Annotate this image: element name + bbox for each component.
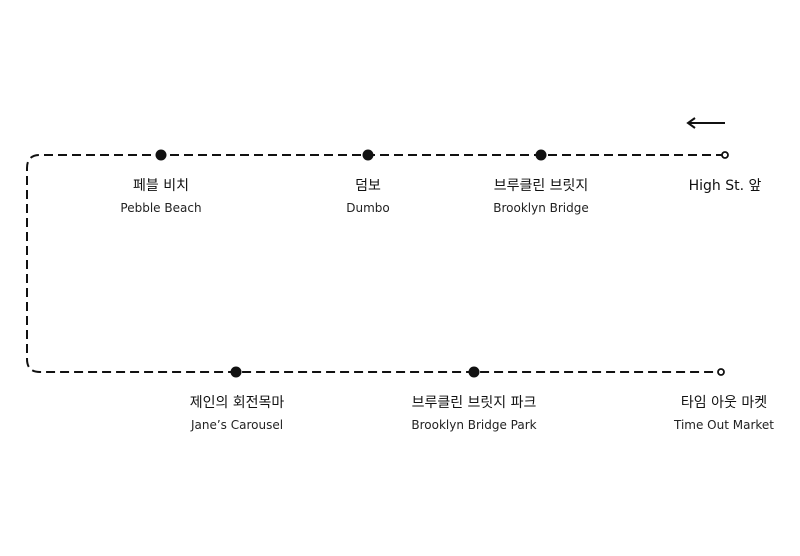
stop-label-time-out-market: 타임 아웃 마켓 Time Out Market <box>624 394 800 433</box>
stop-marker-dumbo <box>362 149 374 161</box>
stop-name-korean: 브루클린 브릿지 <box>493 178 589 194</box>
stop-label-pebble-beach: 페블 비치 Pebble Beach <box>61 177 261 216</box>
stop-name-korean: 덤보 <box>355 178 381 194</box>
stop-name-english: Pebble Beach <box>120 201 202 215</box>
terminal-marker-high-st <box>721 151 729 159</box>
stop-label-brooklyn-bridge: 브루클린 브릿지 Brooklyn Bridge <box>441 177 641 216</box>
stop-name-korean: High St. 앞 <box>688 178 762 194</box>
stop-name-english: Jane’s Carousel <box>190 418 284 432</box>
stop-label-dumbo: 덤보 Dumbo <box>268 177 468 216</box>
stop-label-brooklyn-bridge-park: 브루클린 브릿지 파크 Brooklyn Bridge Park <box>374 394 574 433</box>
stop-name-korean: 페블 비치 <box>133 178 189 194</box>
stop-name-korean: 제인의 회전목마 <box>189 395 285 411</box>
stop-marker-brooklyn-bridge-park <box>468 366 480 378</box>
left-arrow-icon <box>686 117 725 129</box>
stop-name-english: Dumbo <box>346 201 390 215</box>
stop-label-high-st: High St. 앞 <box>625 177 800 195</box>
stop-marker-brooklyn-bridge <box>535 149 547 161</box>
stop-label-janes-carousel: 제인의 회전목마 Jane’s Carousel <box>137 394 337 433</box>
stop-name-english: Brooklyn Bridge <box>493 201 589 215</box>
stop-name-korean: 타임 아웃 마켓 <box>680 395 768 411</box>
stop-marker-pebble-beach <box>155 149 167 161</box>
stop-name-english: Brooklyn Bridge Park <box>411 418 537 432</box>
route-line <box>26 154 725 373</box>
terminal-marker-time-out-market <box>717 368 725 376</box>
stop-marker-janes-carousel <box>230 366 242 378</box>
stop-name-english: Time Out Market <box>673 418 774 432</box>
stop-name-korean: 브루클린 브릿지 파크 <box>411 395 537 411</box>
